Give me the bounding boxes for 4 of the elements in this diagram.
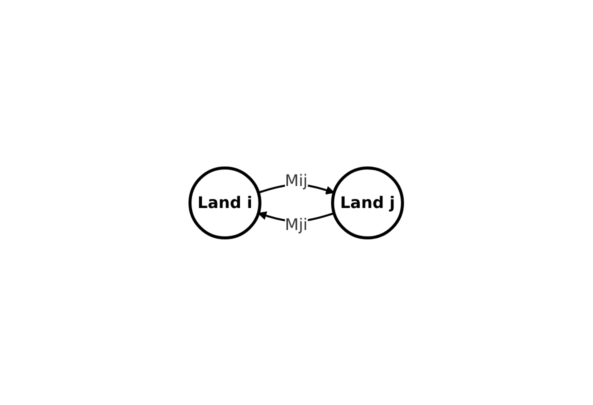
node-circle: Land i [188, 166, 262, 239]
node-circle: Land j [331, 166, 404, 239]
edge-label: Mij [285, 170, 308, 190]
edge-label: Mji [285, 214, 308, 234]
